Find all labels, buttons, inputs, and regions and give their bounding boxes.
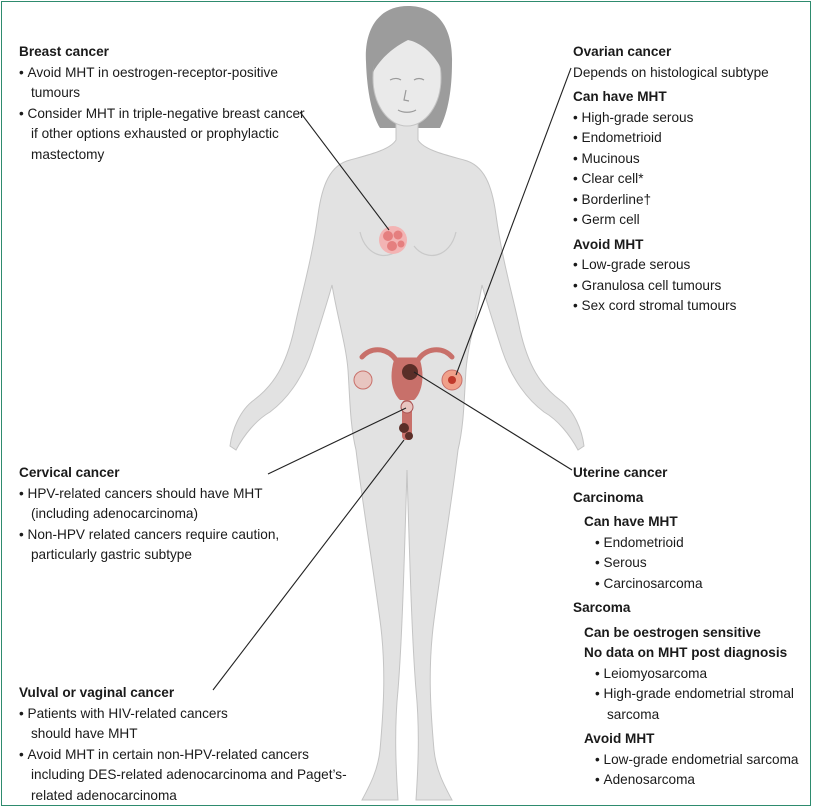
uterine-carcinoma-item: Endometrioid: [584, 533, 809, 554]
ovarian-avoid-item: Granulosa cell tumours: [573, 276, 809, 297]
uterine-sarcoma-avoid-heading: Avoid MHT: [584, 729, 809, 750]
breast-cancer-title: Breast cancer: [19, 42, 314, 63]
cervical-item: Non-HPV related cancers require caution,…: [19, 525, 289, 566]
uterine-sarcoma-item: Leiomyosarcoma: [584, 664, 809, 685]
ovarian-subtitle: Depends on histological subtype: [573, 63, 809, 84]
uterine-sarcoma-item: High-grade endometrial stromal sarcoma: [584, 684, 809, 725]
ovarian-can-have-item: High-grade serous: [573, 108, 809, 129]
ovarian-can-have-item: Endometrioid: [573, 128, 809, 149]
uterine-carcinoma-heading: Carcinoma: [573, 488, 809, 509]
cervical-cancer-block: Cervical cancer HPV-related cancers shou…: [19, 463, 289, 566]
uterine-sarcoma-avoid-item: Adenosarcoma: [584, 770, 809, 791]
vulval-cancer-title: Vulval or vaginal cancer: [19, 683, 349, 704]
uterine-sarcoma-heading: Sarcoma: [573, 598, 809, 619]
vulval-item: Avoid MHT in certain non-HPV-related can…: [19, 745, 349, 807]
uterine-carcinoma-can-have-heading: Can have MHT: [584, 512, 809, 533]
uterine-cancer-block: Uterine cancer Carcinoma Can have MHT En…: [573, 463, 809, 791]
uterine-sarcoma-note-1: Can be oestrogen sensitive: [584, 623, 809, 644]
breast-tumour: [379, 226, 407, 254]
uterine-sarcoma-group: Can be oestrogen sensitive No data on MH…: [573, 623, 809, 791]
breast-cancer-block: Breast cancer Avoid MHT in oestrogen-rec…: [19, 42, 314, 165]
ovarian-avoid-item: Sex cord stromal tumours: [573, 296, 809, 317]
uterine-carcinoma-item: Serous: [584, 553, 809, 574]
uterine-sarcoma-avoid-item: Low-grade endometrial sarcoma: [584, 750, 809, 771]
ovarian-avoid-heading: Avoid MHT: [573, 235, 809, 256]
vulval-item: Patients with HIV-related cancers should…: [19, 704, 231, 745]
ovarian-cancer-title: Ovarian cancer: [573, 42, 809, 63]
uterine-carcinoma-item: Carcinosarcoma: [584, 574, 809, 595]
uterine-carcinoma-group: Can have MHT Endometrioid Serous Carcino…: [573, 512, 809, 594]
cervical-item: HPV-related cancers should have MHT (inc…: [19, 484, 289, 525]
ovarian-cancer-block: Ovarian cancer Depends on histological s…: [573, 42, 809, 317]
ovarian-avoid-item: Low-grade serous: [573, 255, 809, 276]
ovarian-can-have-heading: Can have MHT: [573, 87, 809, 108]
ovarian-can-have-item: Germ cell: [573, 210, 809, 231]
ovarian-can-have-item: Clear cell*: [573, 169, 809, 190]
ovarian-can-have-item: Borderline†: [573, 190, 809, 211]
uterine-cancer-title: Uterine cancer: [573, 463, 809, 484]
vulval-cancer-block: Vulval or vaginal cancer Patients with H…: [19, 683, 349, 806]
ovarian-can-have-item: Mucinous: [573, 149, 809, 170]
uterine-sarcoma-note-2: No data on MHT post diagnosis: [584, 643, 809, 664]
cervical-cancer-title: Cervical cancer: [19, 463, 289, 484]
breast-item: Consider MHT in triple-negative breast c…: [19, 104, 314, 166]
breast-item: Avoid MHT in oestrogen-receptor-positive…: [19, 63, 314, 104]
